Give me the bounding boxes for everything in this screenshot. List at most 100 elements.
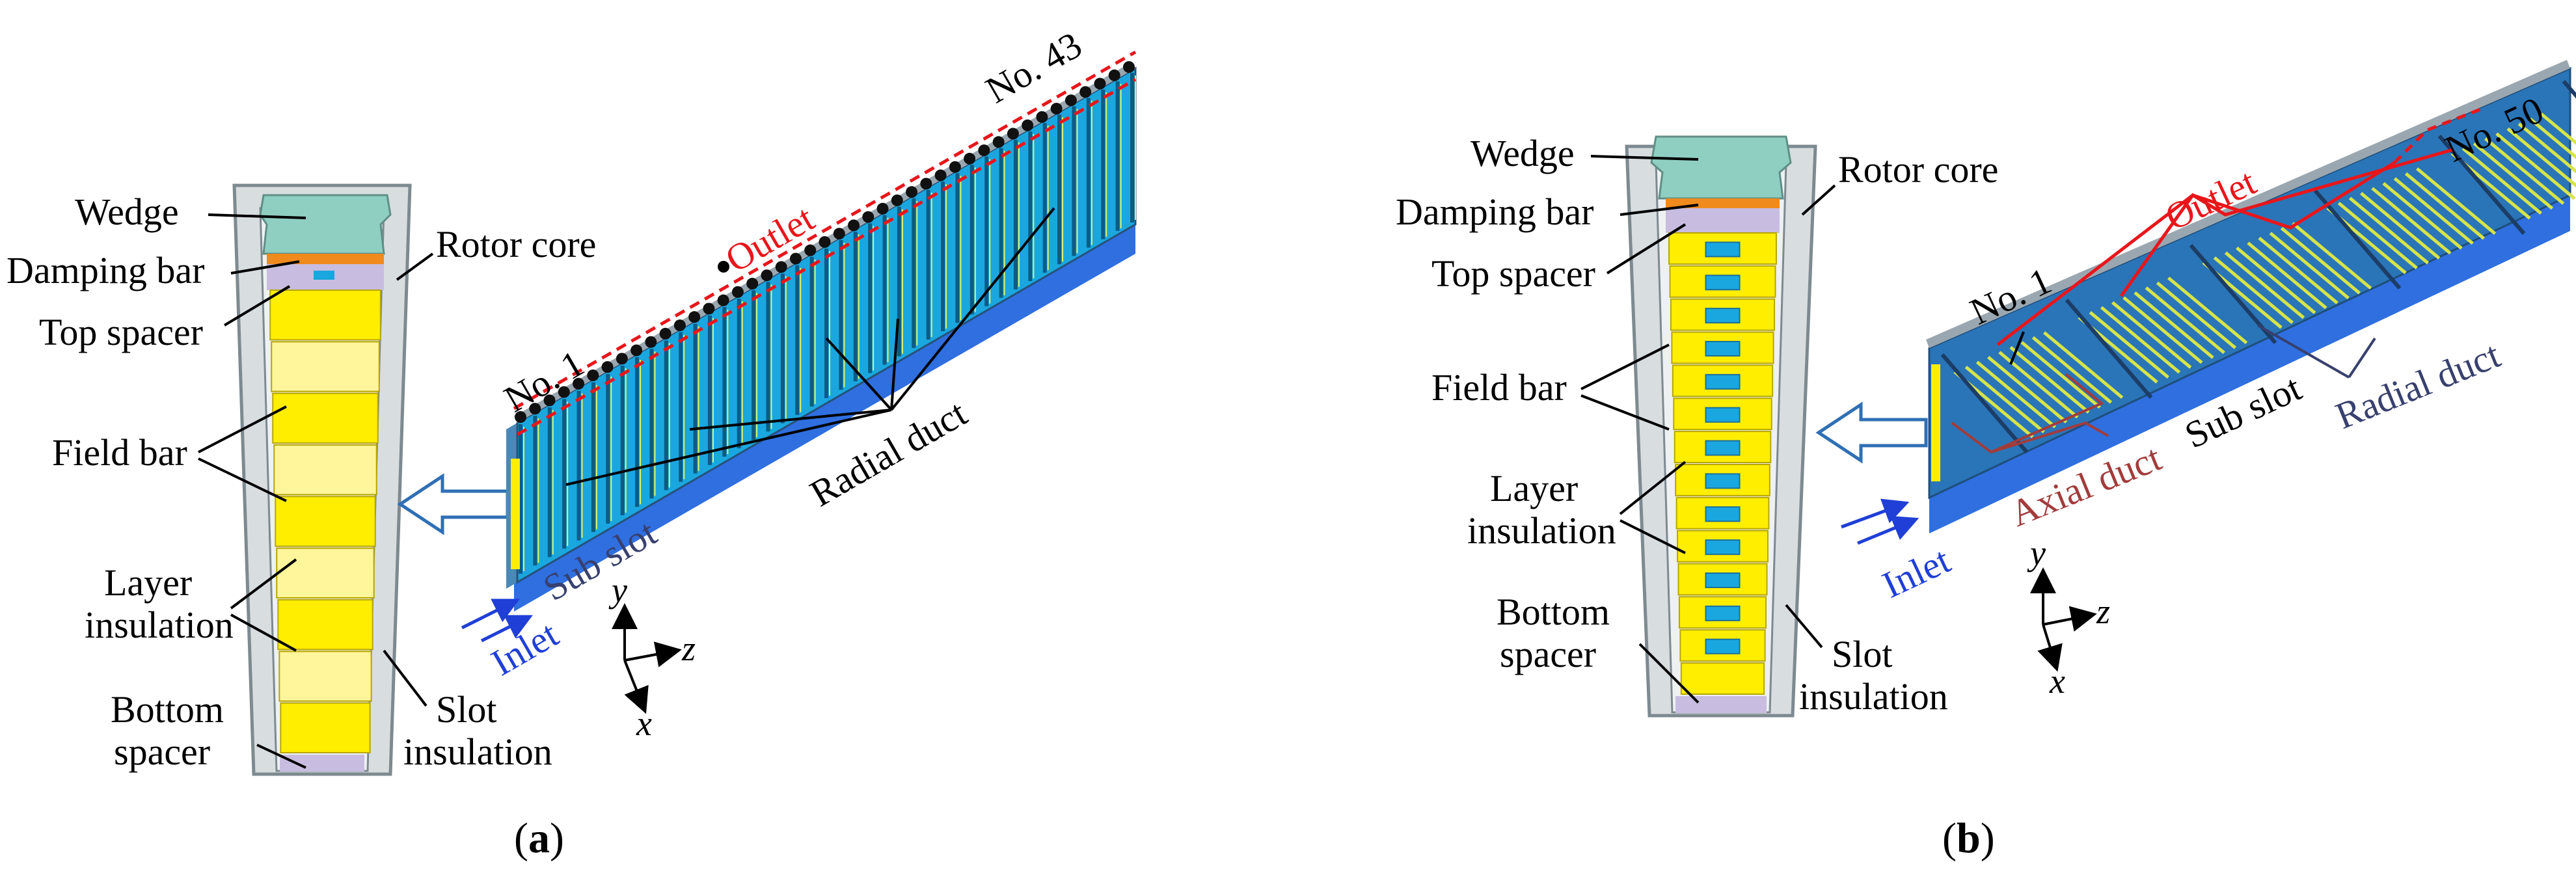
damping-bar-shape [267,254,384,264]
label-wedge-b: Wedge [1471,132,1575,174]
outlet-hole [964,152,976,165]
axial-duct-stripe [2337,202,2418,269]
outlet-hole [862,211,874,223]
axis-z-line-a [624,641,682,667]
label-field-bar-b: Field bar [1431,366,1567,409]
leader-rotor-core-a [396,252,434,281]
field-bar-stack-a [269,289,381,753]
field-bar-layer [275,496,376,547]
slot-3d-b [1926,60,2576,533]
axial-duct-stripe [2506,127,2576,188]
axial-vent [1705,539,1741,556]
outlet-hole [934,169,947,182]
outlet-hole [789,252,802,265]
axial-duct-stripe [2247,241,2327,310]
outlet-hole [992,136,1005,148]
field-bar-layer [276,547,375,599]
slot-cross-section-a [232,183,412,776]
label-layer-insulation-b-2: insulation [1467,509,1616,552]
outlet-hole [529,403,541,415]
axial-vent [1705,241,1741,258]
outlet-hole [876,202,889,215]
axial-duct-stripe [2031,336,2113,404]
label-inlet-b: Inlet [1876,539,1957,606]
inlet-arrow-a-1 [461,599,520,630]
outlet-hole [573,377,585,390]
leader-radial-duct-b-2 [2348,337,2376,379]
axial-vent [1705,341,1741,357]
outlet-dash-a [513,50,1137,411]
axial-duct-stripe [2258,236,2339,304]
axial-vent [1705,473,1741,489]
duct-module-divider [2437,135,2526,235]
outlet-lines-b-2 [2119,148,2454,297]
label-bottom-spacer-b-2: spacer [1500,633,1596,675]
axial-duct-stripe [2043,331,2124,399]
top-spacer-shape-b [1666,208,1780,233]
label-bottom-spacer-b-1: Bottom [1497,591,1610,633]
label-wedge-a: Wedge [75,191,179,233]
outlet-hole [1123,61,1135,73]
outlet-hole [819,236,831,248]
outlet-hole [673,319,686,332]
axial-duct-stripe [2269,232,2350,300]
leader-radial-duct-b-1 [2257,324,2350,379]
label-field-bar-a: Field bar [52,431,187,474]
axial-duct-stripe [2371,187,2452,255]
axial-duct-stripe [2484,137,2565,205]
axial-vent [1705,572,1741,588]
leader-layer-insulation-b-1 [1619,461,1687,515]
outlet-dash-a-2 [516,77,1137,437]
axial-duct-stripe [2416,167,2497,236]
axial-duct-outline-b-1 [1951,373,2104,454]
caption-a: (a) [514,814,564,862]
slot-3d-a [506,50,1137,612]
axial-duct-stripe [2517,122,2576,174]
axial-vent [1705,407,1741,423]
outlet-hole [688,311,701,323]
outlet-hole [1050,103,1063,115]
outlet-hole [601,361,614,373]
radial-duct-ribs-a [519,73,1136,574]
axial-vent [1705,638,1741,654]
leader-radial-duct-a-5 [890,207,1055,411]
leader-wedge-b [1590,155,1699,161]
field-bar-layer [277,599,373,651]
axis-x-line-a [623,660,649,714]
axial-duct-stripe [2280,226,2361,295]
label-rotor-core-b: Rotor core [1838,148,1998,191]
outlet-hole [1036,111,1048,123]
outlet-hole [906,186,918,198]
leader-layer-insulation-b-2 [1620,519,1686,554]
leader-no1-b [2009,331,2025,365]
axial-duct-stripe [2461,147,2542,215]
label-bottom-spacer-a-2: spacer [114,731,210,773]
wedge-shape [259,194,392,255]
leader-field-bar-b-1 [1580,343,1670,390]
axis-y-label-a: y [608,571,627,610]
outlet-hole [543,394,556,407]
outlet-hole [645,336,657,348]
label-layer-insulation-b-1: Layer [1490,467,1578,509]
leader-top-spacer-a [223,285,291,327]
outlet-hole [1007,128,1019,140]
leader-field-bar-a-1 [198,405,287,453]
leader-wedge-a [208,213,306,219]
outlet-hole [775,261,787,273]
leader-bottom-spacer-a [256,744,306,769]
duct-module-divider [1940,353,2029,453]
axial-duct-stripe [2382,182,2463,250]
leader-radial-duct-a-2 [689,409,892,431]
axis-z-label-a: z [681,629,696,668]
field-bar-layer [280,702,371,753]
axial-duct-stripe [2020,341,2101,409]
axial-duct-stripe [1964,366,2045,433]
axial-duct-stripe [2122,296,2203,364]
axial-duct-stripe [2236,246,2316,314]
axial-duct-stripe [2009,345,2090,414]
axial-duct-stripe [2292,222,2372,290]
outlet-hole [804,244,817,256]
label-inlet-a: Inlet [484,613,565,684]
axial-duct-stripe [2213,256,2294,324]
